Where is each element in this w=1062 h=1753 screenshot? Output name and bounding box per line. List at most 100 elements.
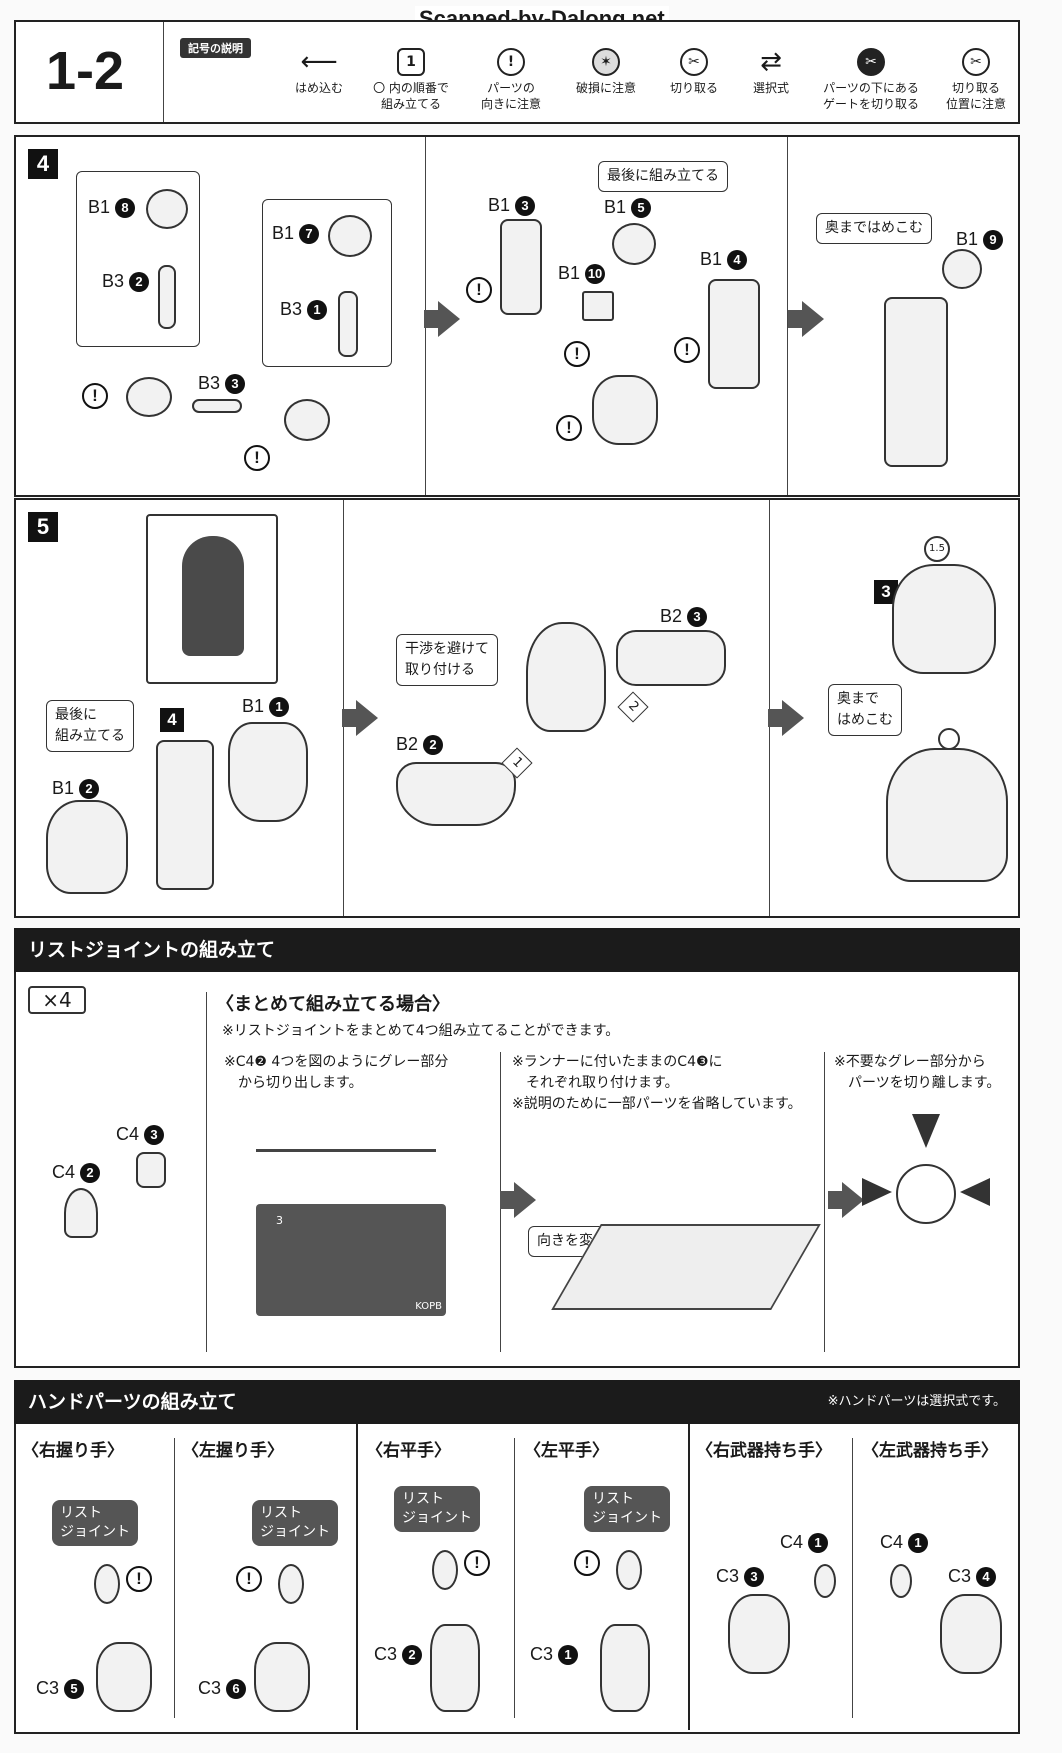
step5-callout-deep: 奥まで はめこむ xyxy=(828,684,902,736)
wrist-arrow-1 xyxy=(500,1182,536,1218)
step4-detail-box-left xyxy=(76,171,200,347)
step4-b1-7: B1 7 xyxy=(272,223,320,245)
hand-wrist-label-4: リスト ジョイント xyxy=(584,1486,670,1532)
hand-label-c3-5: C3 5 xyxy=(36,1678,85,1700)
hand-part-right-fist xyxy=(96,1642,152,1712)
step4-part-b1-10 xyxy=(582,291,614,321)
step4-warning-icon-4: ! xyxy=(564,341,590,367)
wrist-step-a-parts xyxy=(256,1112,436,1152)
hand-part-c4-1-left xyxy=(890,1564,912,1598)
hand-wrist-label-1: リスト ジョイント xyxy=(52,1500,138,1546)
hand-part-left-weapon xyxy=(940,1594,1002,1674)
step4-b3-1: B3 1 xyxy=(280,299,328,321)
hands-divider-5 xyxy=(852,1438,853,1718)
step4-part-b3-3 xyxy=(192,399,242,413)
wrist-multiplier: ×4 xyxy=(28,986,86,1014)
wrist-batch-note: ※リストジョイントをまとめて4つ組み立てることができます。 xyxy=(222,1023,620,1039)
legend-orientation: ! パーツの 向きに注意 xyxy=(466,48,556,112)
legend-cut: ✂ 切り取る xyxy=(649,48,739,96)
hand-part-right-flat xyxy=(430,1624,480,1712)
hand-warning-icon-4: ! xyxy=(574,1550,600,1576)
step4-b3-2: B3 2 xyxy=(102,271,150,293)
hand-label-c3-4: C3 4 xyxy=(948,1566,997,1588)
step5-callout-last: 最後に 組み立てる xyxy=(46,700,134,752)
step4-part-joint-left xyxy=(126,377,172,417)
hand-title-right-flat: 〈右平手〉 xyxy=(366,1441,451,1461)
cut-position-icon: ✂ xyxy=(962,48,990,76)
hands-divider-1 xyxy=(174,1438,175,1718)
legend-insert: ⟵ はめ込む xyxy=(274,48,364,96)
step4-b1-3: B1 3 xyxy=(488,195,536,217)
step5-number: 5 xyxy=(28,512,58,542)
wrist-cut-arrow-left xyxy=(862,1178,892,1206)
step5-part-b2-2 xyxy=(396,762,516,826)
step4-callout-last: 最後に組み立てる xyxy=(598,161,728,192)
wrist-runner-code: KOPB xyxy=(415,1301,442,1312)
step4-b1-10: B1 10 xyxy=(558,263,606,285)
step5-b1-1: B1 1 xyxy=(242,696,290,718)
step5-neck-ball xyxy=(938,728,960,750)
step5-divider-2 xyxy=(769,500,770,916)
hand-part-c4-1-right xyxy=(814,1564,836,1598)
hand-part-left-flat xyxy=(600,1624,650,1712)
wrist-runner-diagram: KOPB 3 xyxy=(256,1204,446,1316)
step4-part-elbow xyxy=(592,375,658,445)
step5-panel: 5 最後に 組み立てる 4 B1 1 B1 2 干渉を避けて 取り付ける B2 … xyxy=(14,498,1020,918)
step5-order-2: 2 xyxy=(617,691,649,723)
step5-arrow-1 xyxy=(342,700,378,736)
hand-title-right-weapon: 〈右武器持ち手〉 xyxy=(696,1441,832,1461)
step4-part-b3-2 xyxy=(158,265,176,329)
step4-detail-box-right xyxy=(262,199,392,367)
hand-label-c3-1: C3 1 xyxy=(530,1644,579,1666)
wrist-cut-arrow-right xyxy=(960,1178,990,1206)
legend-cut-position: ✂ 切り取る 位置に注意 xyxy=(936,48,1016,112)
step5-runner-inset xyxy=(146,514,278,684)
step5-divider-1 xyxy=(343,500,344,916)
step4-part-b1-3 xyxy=(500,219,542,315)
wrist-c4-2: C4 2 xyxy=(52,1162,101,1184)
hand-part-right-weapon xyxy=(728,1594,790,1674)
wrist-c4-3: C4 3 xyxy=(116,1124,165,1146)
wrist-step-c: ※不要なグレー部分から パーツを切り離します。 xyxy=(834,1054,1001,1091)
step5-part-arm xyxy=(156,740,214,890)
step5-part-torso xyxy=(526,622,606,732)
step4-part-b1-5 xyxy=(612,223,656,265)
wrist-batch-title: 〈まとめて組み立てる場合〉 xyxy=(216,994,450,1015)
step4-warning-icon-2: ! xyxy=(244,445,270,471)
hand-label-c4-1-right: C4 1 xyxy=(780,1532,829,1554)
hand-warning-icon-1: ! xyxy=(126,1566,152,1592)
insert-arrow-icon: ⟵ xyxy=(300,47,338,77)
step5-callout-avoid: 干渉を避けて 取り付ける xyxy=(396,634,498,686)
hand-label-c4-1-left: C4 1 xyxy=(880,1532,929,1554)
hands-divider-4 xyxy=(688,1424,690,1730)
step4-b1-9: B1 9 xyxy=(956,229,1004,251)
hand-wrist-label-2: リスト ジョイント xyxy=(252,1500,338,1546)
step5-b2-3: B2 3 xyxy=(660,606,708,628)
step5-part-b1-2 xyxy=(46,800,128,894)
step4-part-joint-right xyxy=(284,399,330,441)
hand-label-c3-3: C3 3 xyxy=(716,1566,765,1588)
step5-part-chest xyxy=(892,564,996,674)
step4-b1-5: B1 5 xyxy=(604,197,652,219)
hand-title-right-fist: 〈右握り手〉 xyxy=(22,1441,124,1461)
cut-icon: ✂ xyxy=(680,48,708,76)
wrist-step-a: ※C4❷ 4つを図のようにグレー部分 から切り出します。 xyxy=(224,1054,449,1091)
wrist-runner-mark: 3 xyxy=(276,1214,283,1227)
step4-part-b1-9 xyxy=(942,249,982,289)
step4-part-arm-assembly xyxy=(884,297,948,467)
step4-warning-icon-6: ! xyxy=(556,415,582,441)
page-id: 1-2 xyxy=(46,41,125,101)
wrist-cut-diagram xyxy=(896,1164,956,1224)
step4-part-b1-7 xyxy=(328,215,372,257)
step4-panel: 4 B1 8 B3 2 B1 7 B3 1 B3 3 ! ! 最後に組み立てる … xyxy=(14,135,1020,497)
step4-number: 4 xyxy=(28,149,58,179)
step4-arrow-1 xyxy=(424,301,460,337)
wrist-panel: ×4 C4 3 C4 2 〈まとめて組み立てる場合〉 ※リストジョイントをまとめ… xyxy=(14,972,1020,1368)
header-divider xyxy=(163,22,164,122)
choice-arrows-icon: ⇄ xyxy=(760,47,782,77)
under-gate-cut-icon: ✂ xyxy=(857,48,885,76)
step4-part-b1-4 xyxy=(708,279,760,389)
hands-panel: 〈右握り手〉 リスト ジョイント ! C3 5 〈左握り手〉 リスト ジョイント… xyxy=(14,1424,1020,1734)
step5-part-body xyxy=(886,748,1008,882)
step4-arrow-2 xyxy=(788,301,824,337)
